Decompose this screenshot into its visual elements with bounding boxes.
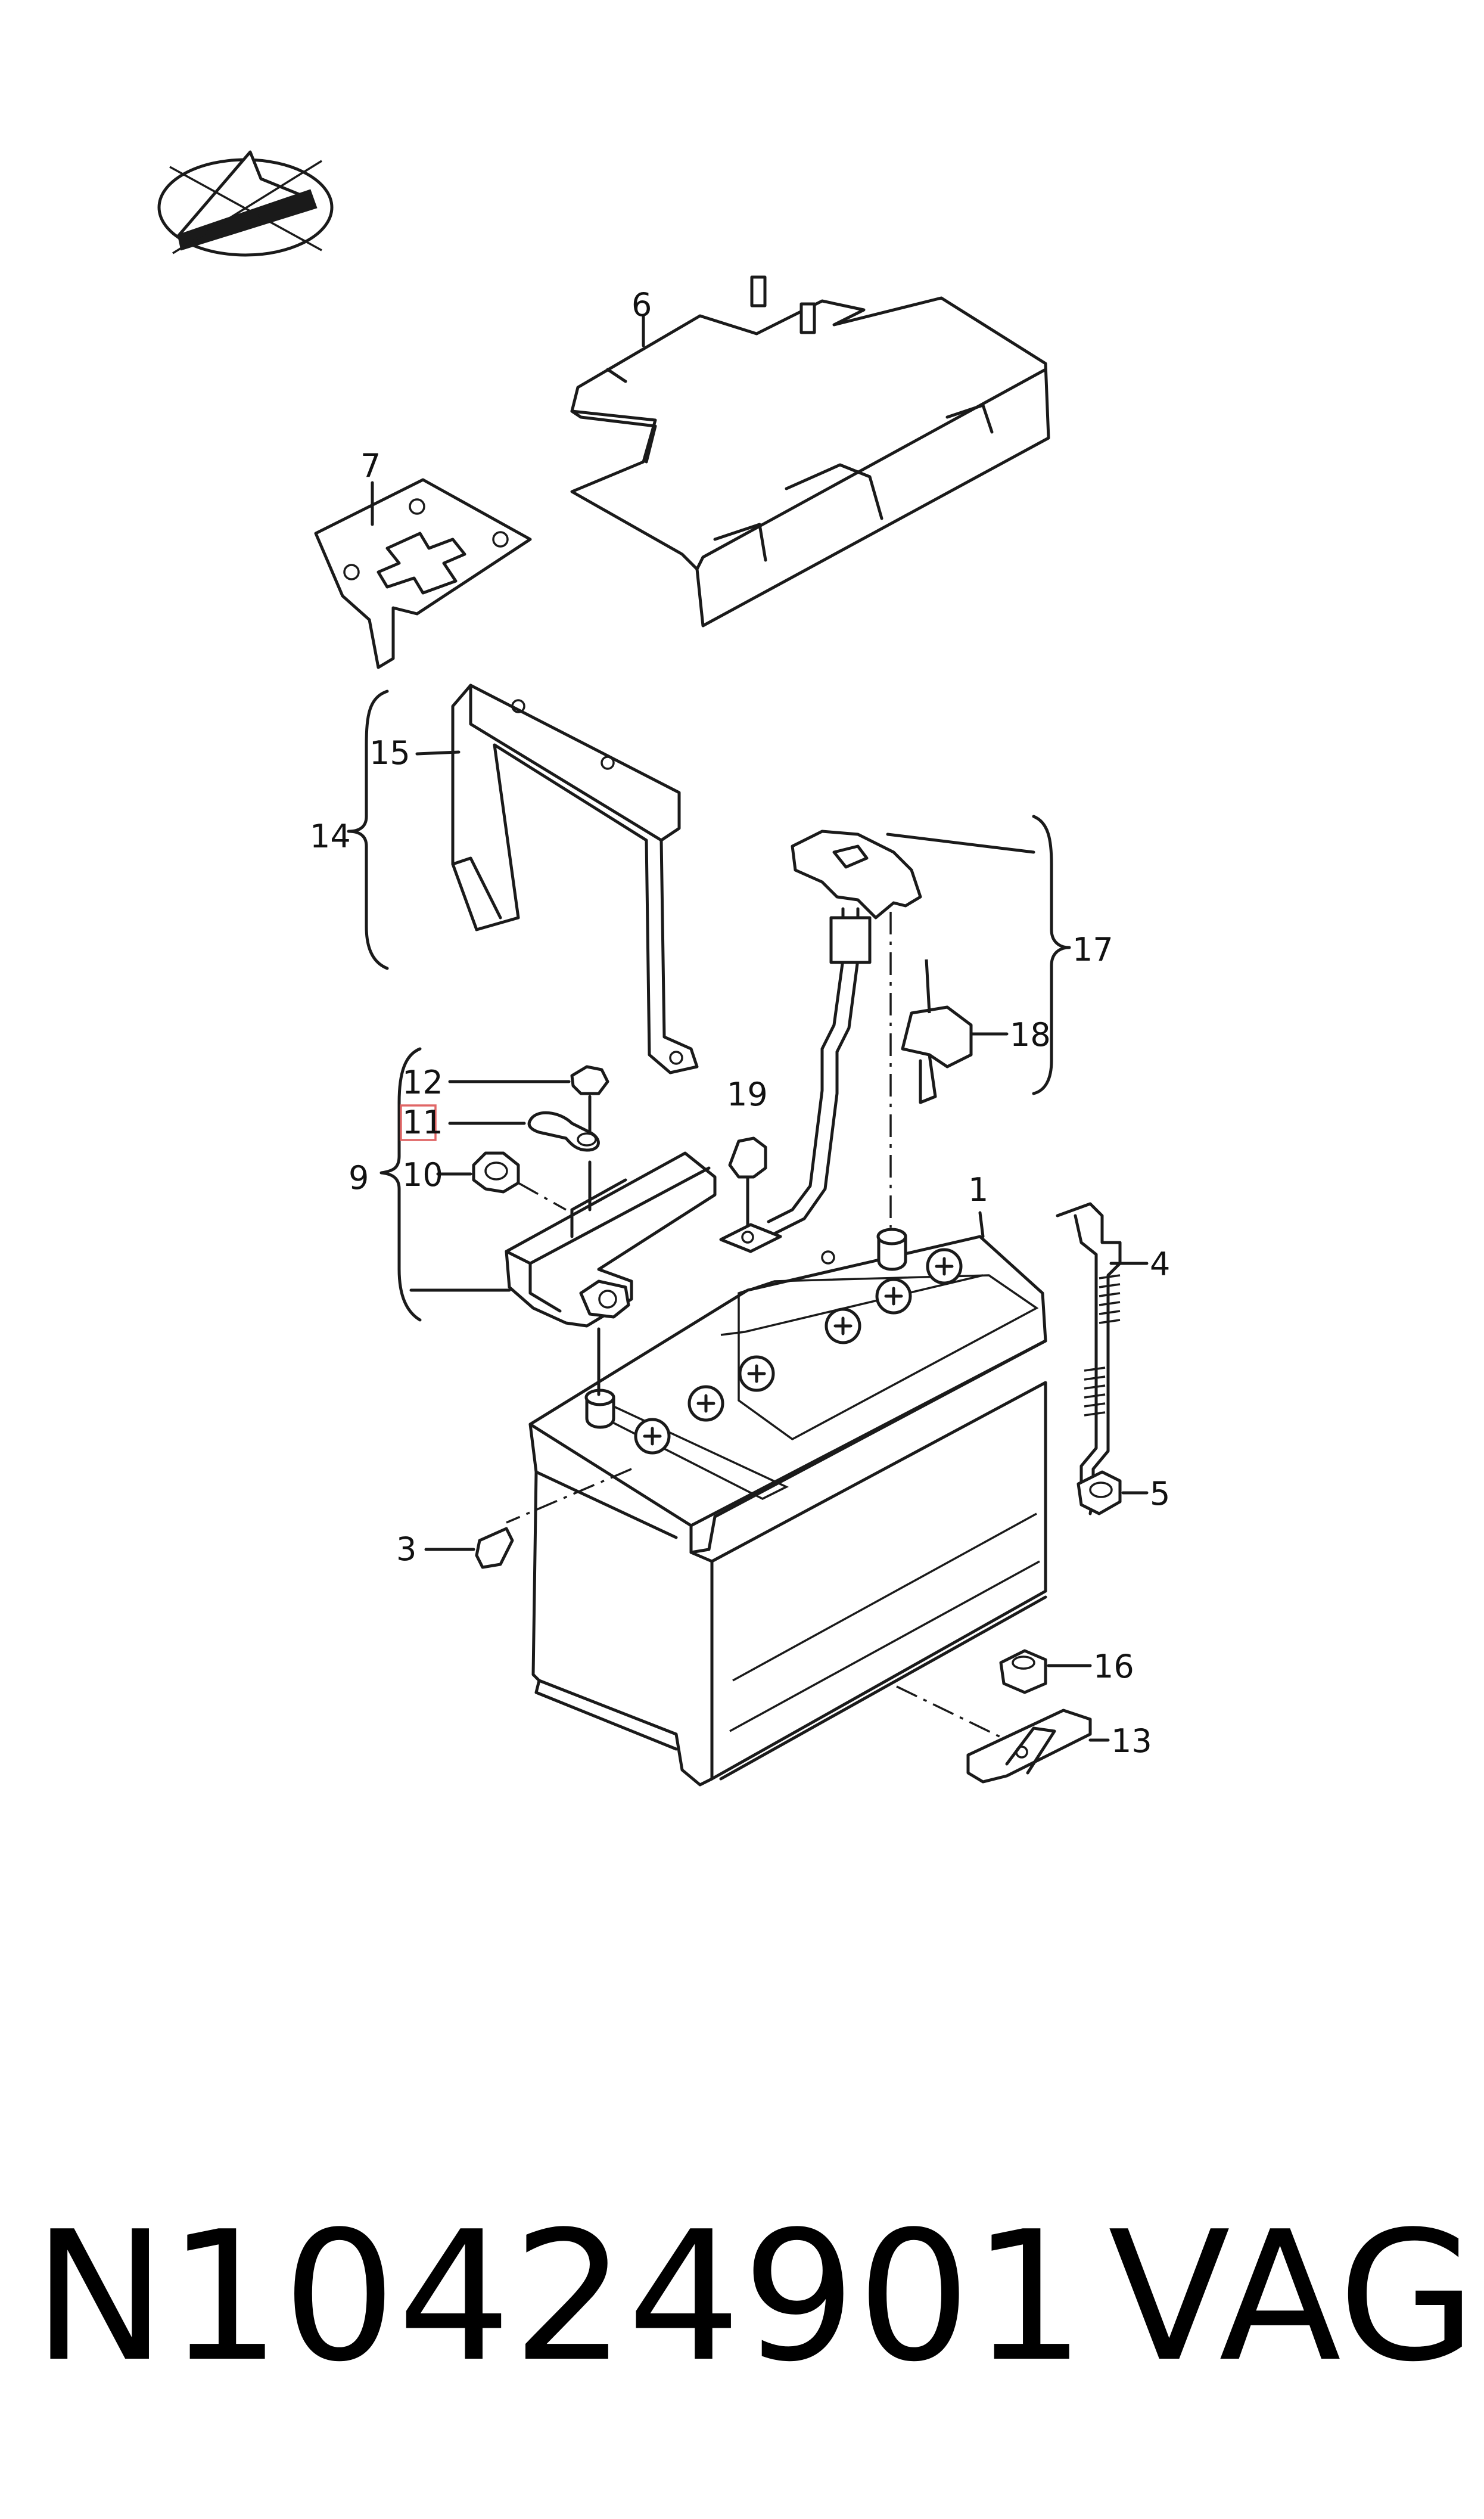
highlight-box <box>400 1104 437 1141</box>
nut-16 <box>999 1649 1092 1694</box>
brace-17 <box>1032 815 1071 1095</box>
callout-9: 9 <box>349 1159 369 1197</box>
callout-7: 7 <box>360 447 381 484</box>
washer-11 <box>448 1111 600 1152</box>
part-number: N10424901 <box>33 2193 1087 2401</box>
compass-arrow-icon <box>157 150 334 257</box>
brand-name: VAG <box>1108 2193 1477 2401</box>
callout-3: 3 <box>396 1530 416 1568</box>
callout-18: 18 <box>1010 1016 1051 1054</box>
callout-14: 14 <box>310 818 351 855</box>
callout-13: 13 <box>1111 1722 1152 1760</box>
bolt-19 <box>719 1136 782 1253</box>
callout-1: 1 <box>968 1171 988 1209</box>
nut-5 <box>1077 1470 1149 1515</box>
nut-12 <box>448 1065 609 1134</box>
terminal-cover-9 <box>409 1151 717 1328</box>
callout-11: 11 <box>402 1104 443 1141</box>
battery-cable <box>767 830 1035 1235</box>
callout-6: 6 <box>631 286 652 324</box>
callout-10: 10 <box>402 1156 443 1194</box>
brace-14 <box>347 689 389 970</box>
callout-4: 4 <box>1150 1245 1170 1283</box>
brace-9 <box>379 1047 422 1322</box>
callout-12: 12 <box>402 1064 443 1101</box>
callout-15: 15 <box>369 734 410 772</box>
battery-1 <box>506 1211 1047 1787</box>
bracket-plate <box>314 478 532 669</box>
cap-10 <box>436 1151 567 1211</box>
vent-tube-4 <box>1056 1202 1149 1515</box>
callout-5: 5 <box>1150 1475 1170 1512</box>
callout-labels: 1 3 4 5 6 7 9 10 11 12 13 14 15 16 17 18… <box>310 286 1170 1760</box>
callout-19: 19 <box>727 1076 768 1113</box>
bolt-3 <box>424 1527 514 1569</box>
clamp-13 <box>966 1709 1110 1784</box>
callout-17: 17 <box>1072 931 1113 968</box>
battery-cover <box>570 275 1050 628</box>
callout-16: 16 <box>1093 1648 1134 1685</box>
battery-hold-bracket <box>415 684 699 1074</box>
